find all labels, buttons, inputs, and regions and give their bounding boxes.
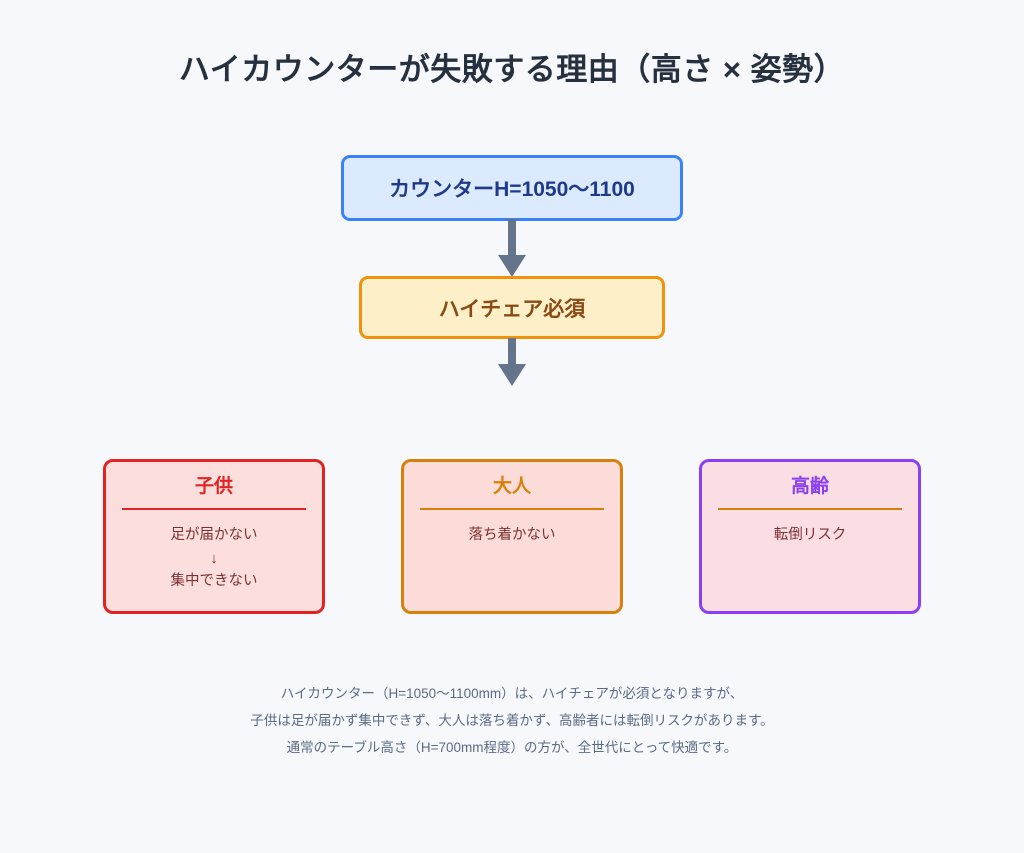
caption-line-1: ハイカウンター（H=1050〜1100mm）は、ハイチェアが必須となりますが、 <box>280 686 744 701</box>
persona-card-senior: 高齢 転倒リスク <box>699 459 921 614</box>
persona-divider-child <box>122 507 306 510</box>
persona-line: 集中できない <box>170 573 258 590</box>
persona-card-adult: 大人 落ち着かない <box>401 459 623 614</box>
persona-lines-senior: 転倒リスク <box>774 526 847 546</box>
arrow-counter-to-highchair <box>492 219 532 279</box>
persona-line: 転倒リスク <box>773 526 847 543</box>
flow-node-highchair-required: ハイチェア必須 <box>359 276 665 339</box>
persona-divider-adult <box>420 507 604 510</box>
caption-line-3: 通常のテーブル高さ（H=700mm程度）の方が、全世代にとって快適です。 <box>286 740 738 755</box>
diagram-caption: ハイカウンター（H=1050〜1100mm）は、ハイチェアが必須となりますが、 … <box>0 680 1024 761</box>
flow-node-counter-height: カウンターH=1050〜1100 <box>341 155 683 221</box>
persona-heading-child: 子供 <box>194 476 233 497</box>
persona-lines-child: 足が届かない ↓ 集中できない <box>171 526 258 592</box>
persona-divider-senior <box>718 507 902 510</box>
persona-lines-adult: 落ち着かない <box>469 526 556 546</box>
persona-card-child: 子供 足が届かない ↓ 集中できない <box>103 459 325 614</box>
persona-line: 足が届かない <box>170 526 258 543</box>
persona-line: 落ち着かない <box>468 526 556 543</box>
persona-heading-adult: 大人 <box>492 476 531 497</box>
persona-heading-senior: 高齢 <box>790 476 829 497</box>
down-arrow-icon: ↓ <box>210 550 218 568</box>
page-title: ハイカウンターが失敗する理由（高さ × 姿勢） <box>178 52 846 87</box>
arrow-highchair-to-personas <box>492 338 532 388</box>
caption-line-2: 子供は足が届かず集中できず、大人は落ち着かず、高齢者には転倒リスクがあります。 <box>250 713 774 728</box>
